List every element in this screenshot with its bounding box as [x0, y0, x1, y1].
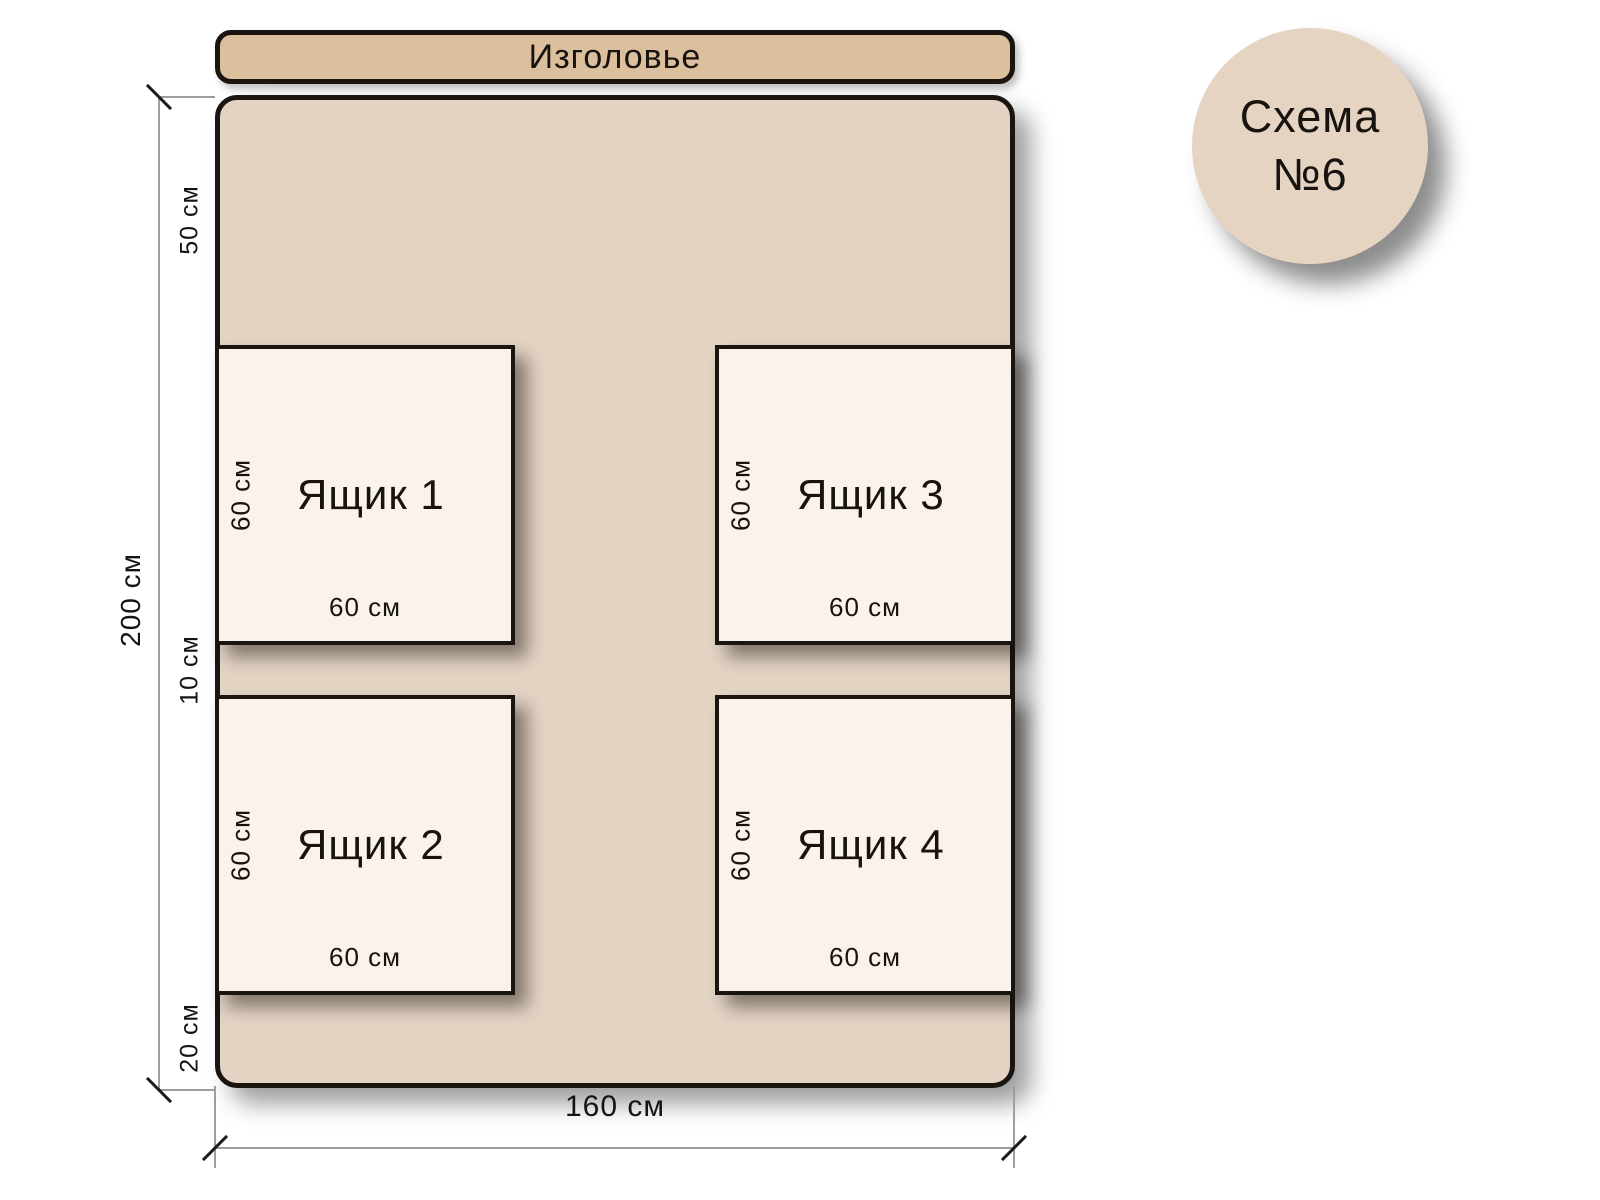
width-extension-left	[214, 1086, 216, 1168]
drawer-3-name: Ящик 3	[797, 471, 945, 518]
middle-gap-label: 10 см	[175, 635, 204, 705]
drawer-1-name: Ящик 1	[297, 471, 445, 518]
width-extension-right	[1013, 1086, 1015, 1168]
top-offset-label: 50 см	[175, 185, 204, 255]
drawer-3-width-label: 60 см	[828, 592, 902, 622]
width-dimension-line	[215, 1147, 1015, 1149]
scheme-badge-number: №6	[1272, 149, 1348, 200]
bottom-offset-label: 20 см	[175, 1003, 204, 1073]
scheme-badge-title: Схема	[1239, 91, 1381, 143]
headboard-label: Изголовье	[528, 37, 702, 76]
drawer-2-width-label: 60 см	[328, 942, 402, 972]
drawer-4: 60 см Ящик 4 60 см	[715, 695, 1015, 995]
drawer-4-width-label: 60 см	[828, 942, 902, 972]
drawer-2-name: Ящик 2	[297, 821, 445, 868]
drawer-2: 60 см Ящик 2 60 см	[215, 695, 515, 995]
drawer-4-name: Ящик 4	[797, 821, 945, 868]
drawer-3: 60 см Ящик 3 60 см	[715, 345, 1015, 645]
drawer-1-width-label: 60 см	[328, 592, 402, 622]
drawer-1-height-label: 60 см	[225, 458, 256, 532]
total-width-label: 160 см	[564, 1090, 665, 1123]
height-extension-top	[158, 96, 215, 98]
height-dimension-line	[158, 96, 160, 1090]
drawer-1: 60 см Ящик 1 60 см	[215, 345, 515, 645]
total-height-label: 200 см	[115, 553, 146, 647]
scheme-badge: Схема №6	[1192, 28, 1428, 264]
height-extension-bottom	[158, 1089, 215, 1091]
drawer-3-height-label: 60 см	[725, 458, 756, 532]
headboard-bar: Изголовье	[215, 30, 1015, 84]
drawer-2-height-label: 60 см	[225, 808, 256, 882]
drawer-4-height-label: 60 см	[725, 808, 756, 882]
